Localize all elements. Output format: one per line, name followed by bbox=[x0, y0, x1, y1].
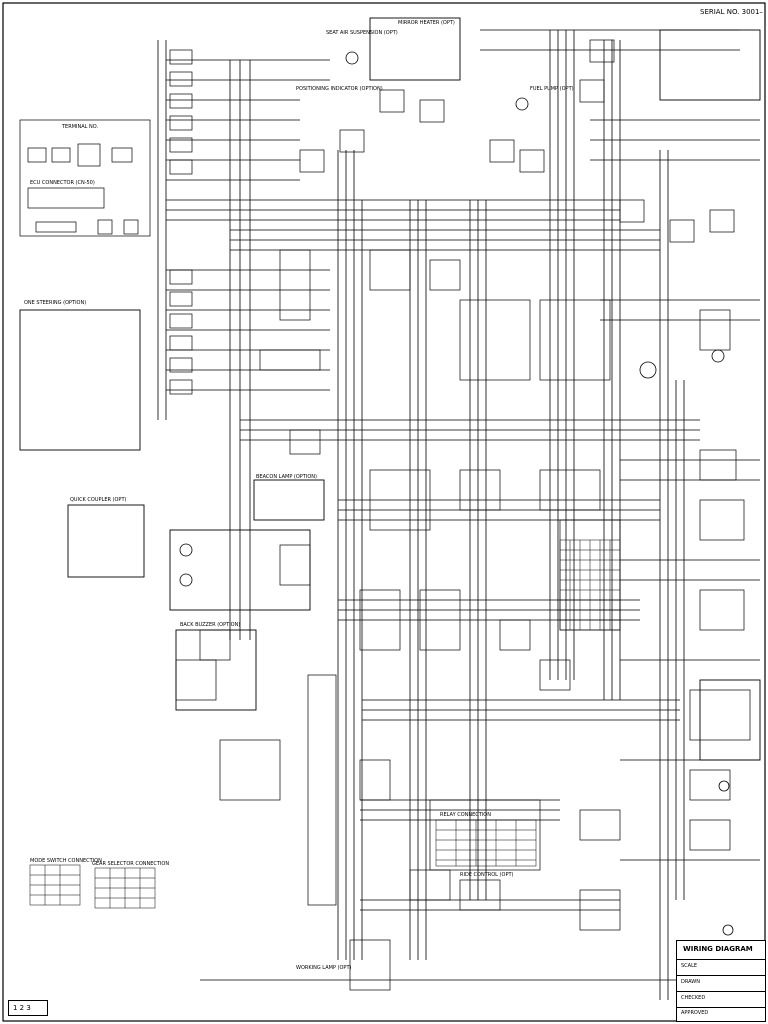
legend-connector-label: ECU CONNECTOR (CN-50) bbox=[30, 180, 95, 186]
title-ride-control: RIDE CONTROL (OPT) bbox=[460, 872, 514, 878]
title-positioning-indicator: POSITIONING INDICATOR (OPTION) bbox=[296, 86, 383, 92]
title-fuel-pump: FUEL PUMP (OPT) bbox=[530, 86, 574, 92]
title-mirror-heater: MIRROR HEATER (OPT) bbox=[398, 20, 455, 26]
title-block-header: WIRING DIAGRAM bbox=[683, 945, 753, 953]
table-gear-selector-title: GEAR SELECTOR CONNECTION bbox=[92, 861, 170, 867]
top-right-ref: SERIAL NO. 3001– bbox=[700, 8, 763, 16]
revision-mark: 1 2 3 bbox=[8, 1000, 48, 1016]
title-beacon: BEACON LAMP (OPTION) bbox=[256, 474, 317, 480]
legend-terminal-title: TERMINAL NO. bbox=[62, 124, 99, 130]
title-working-lamp: WORKING LAMP (OPT) bbox=[296, 965, 352, 971]
title-one-steering: ONE STEERING (OPTION) bbox=[24, 300, 87, 306]
title-block-row: CHECKED bbox=[681, 995, 706, 1001]
title-block-row: SCALE bbox=[681, 963, 698, 969]
table-mode-switch-title: MODE SWITCH CONNECTION bbox=[30, 858, 102, 864]
revision-mark-text: 1 2 3 bbox=[13, 1004, 31, 1012]
title-back-buzzer: BACK BUZZER (OPTION) bbox=[180, 622, 241, 628]
title-block-row: DRAWN bbox=[681, 979, 700, 985]
title-quick-coupler: QUICK COUPLER (OPT) bbox=[70, 497, 127, 503]
title-seat-air: SEAT AIR SUSPENSION (OPT) bbox=[326, 30, 398, 36]
title-block: WIRING DIAGRAM SCALE DRAWN CHECKED APPRO… bbox=[676, 940, 766, 1022]
title-block-row: APPROVED bbox=[681, 1010, 709, 1016]
table-relay-title: RELAY CONNECTION bbox=[440, 812, 491, 818]
